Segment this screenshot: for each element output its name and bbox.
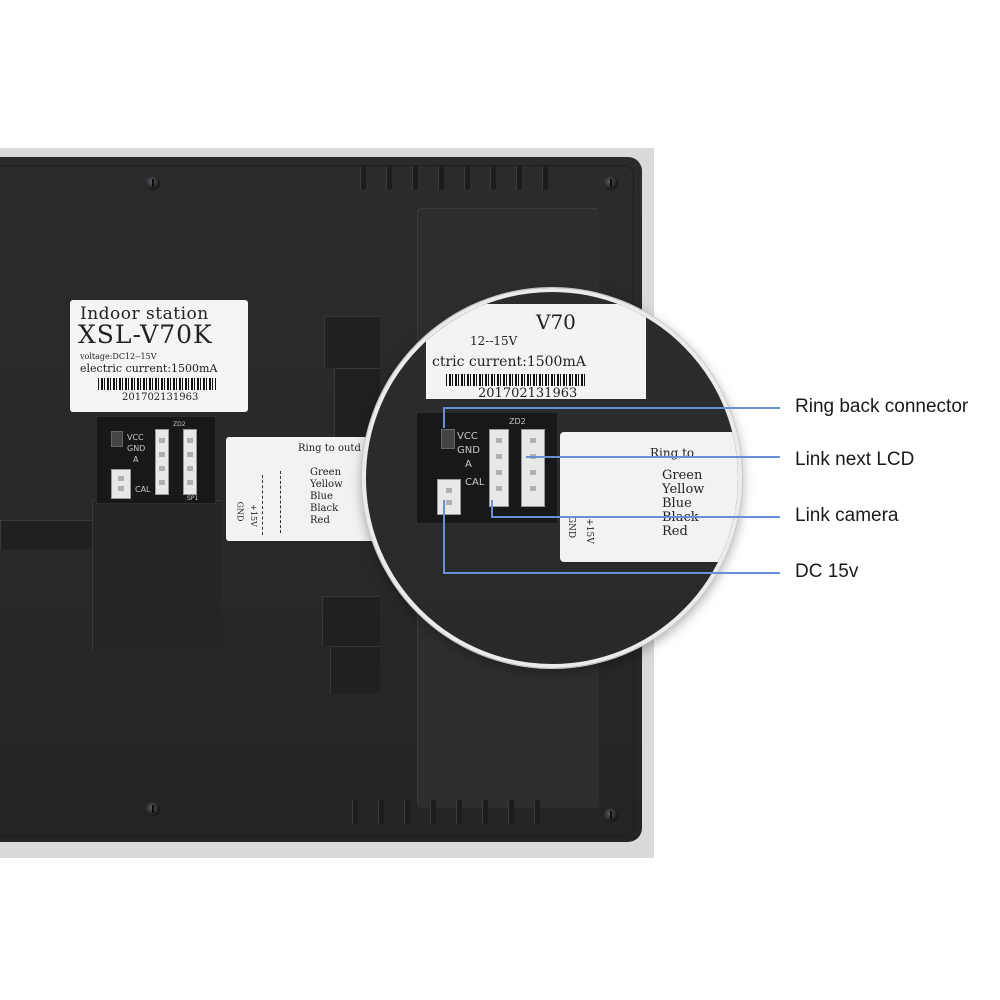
vent-slot [482,800,488,824]
vent-slot [516,166,522,190]
wire-green: Green [310,467,342,478]
callout-ring-back-connector: Ring back connector [795,396,969,417]
zoomed-plus15v-text: +15V [583,518,594,544]
zoomed-pcb-gnd: GND [457,445,480,456]
zoomed-gnd-text: GND [566,515,577,539]
serial-number: 201702131963 [122,392,199,403]
pcb-label-sp1: SP1 [187,495,199,502]
zoomed-ring-text: Ring to [650,446,695,460]
zoomed-wire-blue: Blue [662,496,692,511]
barcode [98,378,216,390]
zoomed-serial: 201702131963 [478,386,578,401]
vent-slot [352,800,358,824]
callout-link-camera: Link camera [795,505,899,526]
zoomed-pcb-zd2: ZD2 [509,417,526,426]
vent-slot [430,800,436,824]
circuit-board: VCC GND A CAL ZD2 SP1 [96,416,216,504]
zoomed-connector-camera [489,429,509,507]
vent-slot [542,166,548,190]
mounting-recess [92,500,222,650]
zoomed-wire-yellow: Yellow [662,482,705,497]
zoomed-barcode [446,374,586,386]
connector-4pin [155,429,169,495]
zoomed-pcb-cal: CAL [465,477,485,488]
model-number: XSL-V70K [78,320,213,349]
zoomed-ring-back-header [441,429,455,449]
zoomed-wire-line [560,432,738,508]
zoom-magnifier: V70 12--15V ctric current:1500mA 2017021… [362,288,742,668]
current-text: electric current:1500mA [80,362,218,375]
vent-slot [438,166,444,190]
pcb-label-zd2: ZD2 [173,421,186,428]
model-label-card: Indoor station XSL-V70K voltage:DC12--15… [70,300,248,412]
mounting-clip [0,520,96,550]
wire-black: Black [310,503,339,514]
wire-yellow: Yellow [310,479,343,490]
pcb-label-vcc: VCC [127,433,144,442]
zoomed-model-fragment: V70 [536,310,576,334]
zoomed-wire-green: Green [662,468,703,483]
zoomed-wire-black: Black [662,510,699,525]
gnd-text: GND [235,501,245,522]
callout-link-next-lcd: Link next LCD [795,449,915,470]
screw-icon [604,808,618,822]
wiring-card: Ring to outd Green Yellow Blue Black Red… [226,437,386,541]
vent-slot [378,800,384,824]
pcb-label-gnd: GND [127,444,146,453]
vent-slot [360,166,366,190]
vent-slot [508,800,514,824]
vent-slot [404,800,410,824]
voltage-text: voltage:DC12--15V [80,352,157,361]
wire-line [262,475,263,535]
wire-line [280,471,281,533]
screw-icon [604,176,618,190]
vent-slot [386,166,392,190]
vent-slot [456,800,462,824]
zoomed-current: ctric current:1500mA [432,354,586,370]
connector-2pin [111,469,131,499]
zoomed-label-card: V70 12--15V ctric current:1500mA 2017021… [426,304,646,401]
pcb-label-a: A [133,455,139,464]
screw-icon [146,802,160,816]
zoomed-connector-lcd [521,429,545,507]
zoomed-wire-red: Red [662,524,688,539]
mounting-clip [322,596,380,646]
ring-text: Ring to outd [298,443,361,454]
zoomed-circuit-board: VCC GND A CAL ZD2 [416,412,558,524]
vent-slot [490,166,496,190]
wire-blue: Blue [310,491,333,502]
wire-red: Red [310,515,330,526]
zoomed-pcb-a: A [465,459,472,470]
pcb-label-cal: CAL [135,485,151,494]
vent-slot [464,166,470,190]
zoomed-connector-power [437,479,461,515]
label-title: Indoor station [80,304,209,324]
zoomed-voltage: 12--15V [470,334,518,348]
zoomed-pcb-vcc: VCC [457,431,478,442]
screw-icon [146,176,160,190]
zoomed-wiring-card: Ring to Green Yellow Blue Black Red GND … [560,432,738,562]
ring-back-header [111,431,123,447]
mounting-clip [330,646,380,694]
vent-slot [534,800,540,824]
mounting-clip [324,316,380,368]
callout-dc-15v: DC 15v [795,561,859,582]
connector-4pin [183,429,197,495]
plus15v-text: +15V [248,504,258,527]
vent-slot [412,166,418,190]
